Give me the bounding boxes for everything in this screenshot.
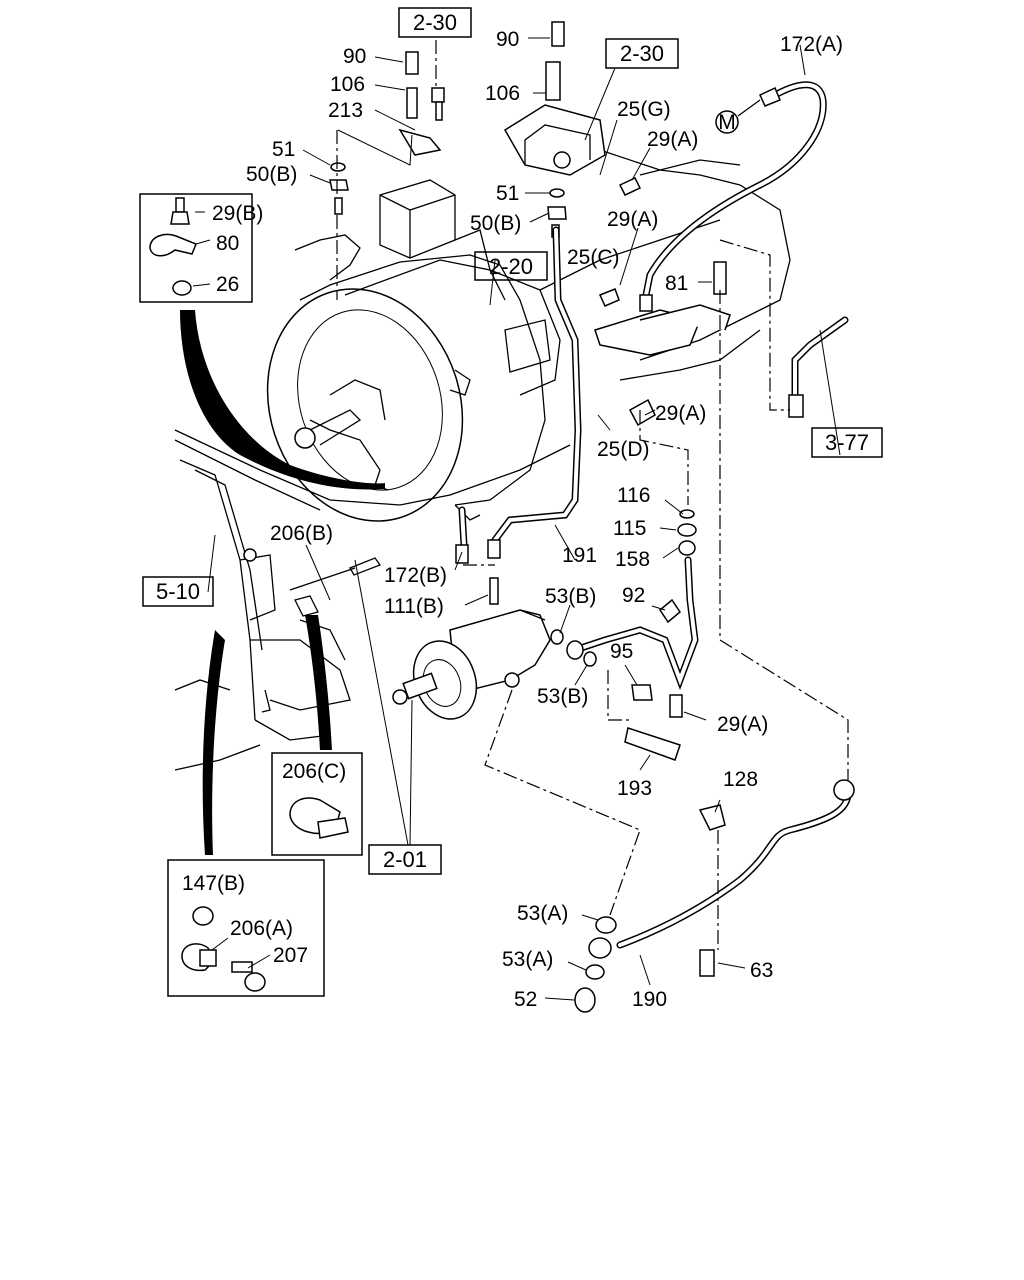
part-label-111b: 111(B)	[384, 595, 444, 618]
part-label-206a: 206(A)	[230, 917, 293, 940]
part-label-116: 116	[617, 484, 650, 507]
ref-label: 5-10	[156, 579, 200, 604]
part-label-213: 213	[328, 99, 363, 122]
part-label-128: 128	[723, 768, 758, 791]
part-label-29b: 29(B)	[212, 202, 263, 225]
part-label-207: 207	[273, 944, 308, 967]
part-label-29a: 29(A)	[647, 128, 698, 151]
part-label-206c: 206(C)	[282, 760, 346, 783]
part-label-50b: 50(B)	[470, 212, 521, 235]
part-label-90: 90	[343, 45, 366, 68]
leader-lines	[207, 37, 841, 1001]
ref-2-01: 2-01	[368, 844, 442, 875]
ref-2-30-left: 2-30	[398, 7, 472, 38]
part-label-191: 191	[562, 544, 597, 567]
part-label-29a: 29(A)	[717, 713, 768, 736]
part-label-90: 90	[496, 28, 519, 51]
part-label-206b: 206(B)	[270, 522, 333, 545]
part-label-158: 158	[615, 548, 650, 571]
ref-label: 3-77	[825, 430, 869, 455]
transmission-housing	[174, 149, 791, 522]
part-label-92: 92	[622, 584, 645, 607]
ref-label: 2-01	[383, 847, 427, 872]
part-label-63: 63	[750, 959, 773, 982]
ref-2-30-right: 2-30	[605, 38, 679, 69]
part-label-115: 115	[613, 517, 646, 540]
fasteners	[329, 21, 727, 1013]
part-labels: 90 106 213 51 50(B) 29(B) 80 26 90 106 5…	[182, 28, 843, 1011]
part-label-29a: 29(A)	[655, 402, 706, 425]
detail-box-206a	[167, 859, 325, 997]
clutch-pipes	[289, 81, 855, 949]
part-label-172a: 172(A)	[780, 33, 843, 56]
part-label-51: 51	[272, 138, 295, 161]
part-label-25c: 25(C)	[567, 246, 620, 269]
part-label-51: 51	[496, 182, 519, 205]
part-label-53b: 53(B)	[545, 585, 596, 608]
ref-label: 2-20	[489, 254, 533, 279]
part-label-25g: 25(G)	[617, 98, 671, 121]
ref-label: 2-30	[413, 10, 457, 35]
part-label-52: 52	[514, 988, 537, 1011]
part-label-95: 95	[610, 640, 633, 663]
ref-3-77: 3-77	[811, 427, 883, 458]
part-label-53b: 53(B)	[537, 685, 588, 708]
part-label-29a: 29(A)	[607, 208, 658, 231]
part-label-25d: 25(D)	[597, 438, 650, 461]
ref-2-20: 2-20	[474, 251, 548, 281]
ref-5-10: 5-10	[142, 576, 214, 607]
part-label-26: 26	[216, 273, 239, 296]
callout-pointers	[180, 310, 385, 855]
detail-box-29b	[139, 193, 253, 303]
guide-lines	[336, 40, 849, 950]
detail-box-206c	[271, 752, 363, 856]
part-label-190: 190	[632, 988, 667, 1011]
part-label-147b: 147(B)	[182, 872, 245, 895]
motor-symbol: M	[718, 111, 736, 134]
clutch-booster	[392, 609, 551, 720]
part-label-50b: 50(B)	[246, 163, 297, 186]
part-label-172b: 172(B)	[384, 564, 447, 587]
part-label-106: 106	[330, 73, 365, 96]
part-label-53a: 53(A)	[517, 902, 568, 925]
part-label-53a: 53(A)	[502, 948, 553, 971]
top-brackets	[398, 104, 731, 356]
motor-marker: M	[715, 86, 781, 134]
ref-label: 2-30	[620, 41, 664, 66]
part-label-106: 106	[485, 82, 520, 105]
part-label-81: 81	[665, 272, 688, 295]
part-label-193: 193	[617, 777, 652, 800]
part-label-80: 80	[216, 232, 239, 255]
